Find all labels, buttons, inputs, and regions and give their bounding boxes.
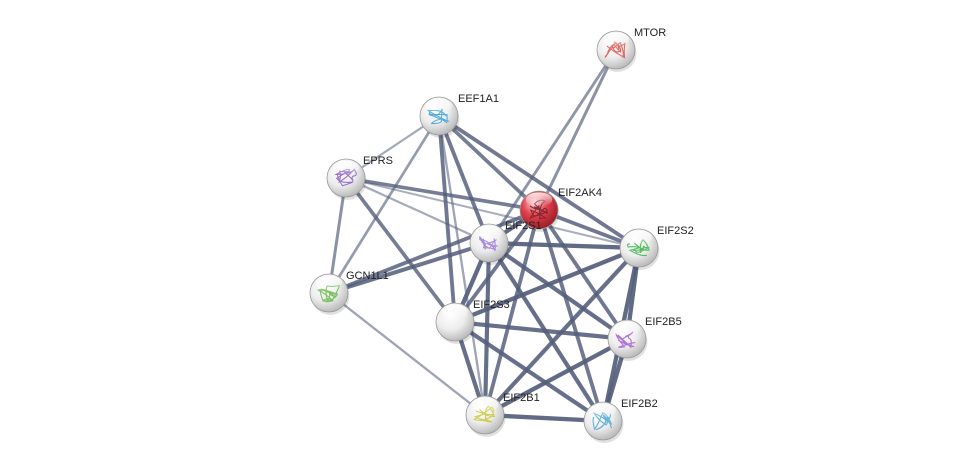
- node-gloss: [471, 397, 499, 412]
- edge-eprs-eif2s3[interactable]: [344, 176, 457, 324]
- protein-structure-icon: [615, 331, 636, 349]
- node-label-eif2s3: EIF2S3: [473, 299, 510, 311]
- node-gloss: [602, 32, 630, 47]
- node-gloss: [425, 98, 453, 113]
- node-label-eif2s2: EIF2S2: [657, 225, 694, 237]
- node-eif2ak4[interactable]: [519, 190, 560, 232]
- node-label-eif2b5: EIF2B5: [645, 316, 682, 328]
- node-gloss: [332, 160, 360, 175]
- edge-mtor-eif2ak4[interactable]: [537, 48, 618, 212]
- edge-eif2s3-eif2b2[interactable]: [452, 319, 606, 424]
- node-gloss: [613, 321, 641, 336]
- node-label-eef1a1: EEF1A1: [458, 93, 499, 105]
- edge-eef1a1-eif2s1[interactable]: [437, 114, 491, 245]
- protein-structure-icon: [316, 284, 341, 303]
- edge-eif2s3-eif2b5[interactable]: [452, 319, 630, 342]
- node-label-eprs: EPRS: [363, 155, 393, 167]
- edge-gcn1l1-eif2b1[interactable]: [327, 291, 487, 417]
- edge-eif2b5-eif2b1[interactable]: [482, 336, 630, 418]
- node-label-eif2ak4: EIF2AK4: [558, 187, 602, 199]
- node-gloss: [315, 275, 343, 290]
- node-label-eif2b2: EIF2B2: [621, 398, 658, 410]
- protein-structure-icon: [479, 235, 498, 252]
- node-eef1a1[interactable]: [419, 96, 460, 138]
- node-gloss: [441, 304, 469, 319]
- edge-eif2s1-eif2b5[interactable]: [486, 240, 630, 342]
- edge-eprs-eif2s1[interactable]: [344, 176, 491, 245]
- node-eif2b5[interactable]: [607, 319, 648, 361]
- node-gloss: [589, 403, 617, 418]
- edge-eef1a1-gcn1l1[interactable]: [327, 114, 441, 295]
- edge-eif2s1-gcn1l1[interactable]: [327, 241, 491, 295]
- node-label-eif2b1: EIF2B1: [503, 392, 540, 404]
- node-mtor[interactable]: [596, 30, 637, 72]
- edge-eif2s1-eif2b1[interactable]: [482, 240, 492, 418]
- node-gloss: [475, 225, 503, 240]
- node-eif2b2[interactable]: [583, 401, 624, 443]
- node-gloss: [625, 230, 653, 245]
- edge-eprs-eif2ak4[interactable]: [344, 176, 541, 212]
- node-label-mtor: MTOR: [634, 27, 666, 39]
- edge-eif2s2-eif2s3[interactable]: [452, 245, 642, 325]
- protein-structure-icon: [626, 239, 651, 257]
- edge-mtor-eif2s1[interactable]: [487, 48, 618, 245]
- edge-eif2ak4-eif2s3[interactable]: [453, 208, 541, 324]
- node-gloss: [525, 192, 553, 207]
- edge-eef1a1-eif2s2[interactable]: [437, 114, 641, 250]
- protein-structure-icon: [472, 405, 496, 423]
- node-label-eif2s1: EIF2S1: [505, 220, 542, 232]
- edge-eif2ak4-eif2b5[interactable]: [537, 208, 629, 341]
- node-eprs[interactable]: [326, 158, 367, 200]
- edge-eef1a1-eif2s3[interactable]: [437, 114, 457, 324]
- edge-eef1a1-eif2ak4[interactable]: [437, 114, 541, 212]
- edge-eef1a1-eif2b1[interactable]: [437, 114, 487, 417]
- node-eif2s2[interactable]: [619, 228, 660, 270]
- edge-eif2s1-eif2s2[interactable]: [486, 240, 642, 251]
- node-label-gcn1l1: GCN1L1: [346, 270, 389, 282]
- node-gcn1l1[interactable]: [309, 273, 350, 315]
- edge-eprs-eif2s2[interactable]: [344, 176, 641, 250]
- edge-eif2b1-eif2b2[interactable]: [482, 412, 606, 424]
- node-eif2s3[interactable]: [435, 302, 476, 344]
- node-eif2b1[interactable]: [465, 395, 506, 437]
- node-eif2s1[interactable]: [469, 223, 510, 265]
- edge-eif2ak4-gcn1l1[interactable]: [327, 208, 541, 295]
